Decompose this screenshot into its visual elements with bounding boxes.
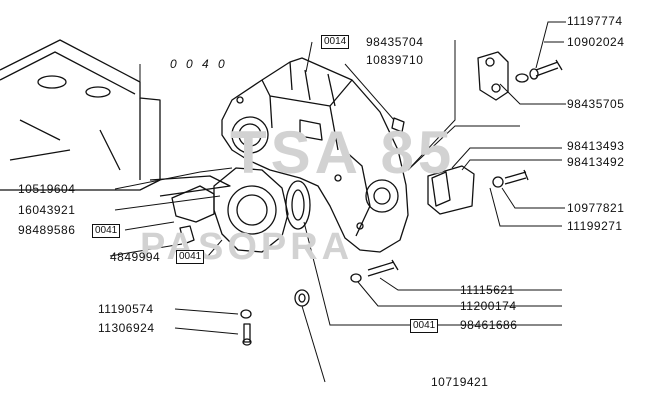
part-label: 11115621 bbox=[460, 283, 515, 297]
part-label: 98413493 bbox=[567, 139, 625, 153]
watermark-bottom: PASOPRA bbox=[140, 226, 354, 268]
boxed-code: 0041 bbox=[176, 250, 205, 264]
part-label: 98489586 bbox=[18, 223, 76, 237]
boxed-code: 0014 bbox=[321, 35, 350, 49]
side-cover-shape bbox=[427, 165, 529, 215]
part-label: 16043921 bbox=[18, 203, 76, 217]
pump-flange-shape bbox=[171, 167, 289, 253]
part-label: 11306924 bbox=[98, 321, 155, 335]
part-label: 11200174 bbox=[460, 299, 517, 313]
part-label: 10977821 bbox=[567, 201, 625, 215]
part-label: 11199271 bbox=[567, 219, 623, 233]
part-label: 98461686 bbox=[460, 318, 518, 332]
upper-bolts-shape bbox=[515, 59, 563, 83]
part-label: 10902024 bbox=[567, 35, 625, 49]
part-label: 98435704 bbox=[366, 35, 424, 49]
pin-shape bbox=[391, 117, 405, 133]
part-label: 11197774 bbox=[567, 14, 623, 28]
group-code: 0 0 4 0 bbox=[170, 57, 228, 71]
part-label: 4849994 bbox=[110, 250, 161, 264]
front-cover-shape bbox=[221, 57, 409, 253]
seal-ring-shape bbox=[285, 180, 311, 230]
part-label: 98413492 bbox=[567, 155, 625, 169]
part-label: 98435705 bbox=[567, 97, 625, 111]
part-label: 11190574 bbox=[98, 302, 154, 316]
boxed-code: 0041 bbox=[92, 224, 121, 238]
engine-block-shape bbox=[0, 39, 231, 197]
lower-bolts-shape bbox=[240, 259, 399, 346]
part-label: 10839710 bbox=[366, 53, 424, 67]
boxed-code: 0041 bbox=[410, 319, 439, 333]
small-plate-shape bbox=[477, 51, 509, 101]
part-label: 10719421 bbox=[431, 375, 489, 389]
watermark-top: TSA 85 bbox=[230, 119, 456, 186]
leader-lines bbox=[109, 21, 566, 383]
part-label: 10519604 bbox=[18, 182, 76, 196]
